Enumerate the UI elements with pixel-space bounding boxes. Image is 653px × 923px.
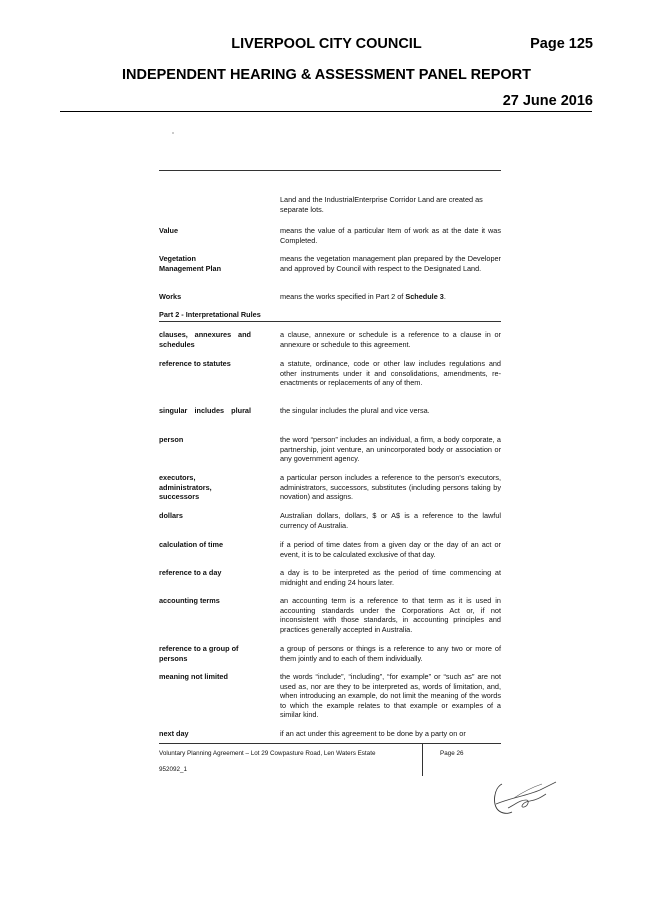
continuation-text: Land and the IndustrialEnterprise Corrid… bbox=[280, 195, 483, 214]
definition-text: means the vegetation management plan pre… bbox=[280, 254, 501, 273]
rule-term: reference to statutes bbox=[159, 359, 231, 368]
scan-speck bbox=[172, 132, 174, 134]
handwritten-signature bbox=[494, 781, 557, 814]
rule-text: an accounting term is a reference to tha… bbox=[280, 596, 501, 634]
rule-text: a day is to be interpreted as the period… bbox=[280, 568, 501, 587]
footer-page-number: Page 26 bbox=[440, 750, 464, 757]
council-name: LIVERPOOL CITY COUNCIL bbox=[231, 36, 422, 52]
rule-text: Australian dollars, dollars, $ or A$ is … bbox=[280, 511, 501, 530]
rule-text: the singular includes the plural and vic… bbox=[280, 406, 430, 415]
footer-divider bbox=[422, 743, 423, 776]
rule-term: calculation of time bbox=[159, 540, 224, 549]
rule-text: if a period of time dates from a given d… bbox=[280, 540, 501, 559]
part2-heading: Part 2 - Interpretational Rules bbox=[159, 310, 261, 319]
rule-term: dollars bbox=[159, 511, 183, 520]
rule-term: reference to a day bbox=[159, 568, 222, 577]
definition-text: means the works specified in Part 2 of S… bbox=[280, 292, 446, 301]
rule-term: clauses, annexures and schedules bbox=[159, 330, 251, 349]
definition-term: Vegetation Management Plan bbox=[159, 254, 222, 273]
rule-text: the words “include”, “including”, “for e… bbox=[280, 672, 501, 720]
definition-term: Value bbox=[159, 226, 179, 235]
header-divider bbox=[60, 111, 592, 112]
definition-term: Works bbox=[159, 292, 182, 301]
rule-term: next day bbox=[159, 729, 189, 738]
rule-text: a particular person includes a reference… bbox=[280, 473, 501, 502]
rule-term: meaning not limited bbox=[159, 672, 228, 681]
rule-term: person bbox=[159, 435, 184, 444]
part2-rule bbox=[159, 321, 501, 322]
page-number: Page 125 bbox=[530, 36, 593, 52]
schedule-reference: Schedule 3 bbox=[405, 292, 444, 301]
rule-term: reference to a group of persons bbox=[159, 644, 239, 663]
rule-text: a clause, annexure or schedule is a refe… bbox=[280, 330, 501, 349]
footer-agreement-title: Voluntary Planning Agreement – Lot 29 Co… bbox=[159, 750, 376, 757]
rule-term: executors, administrators, successors bbox=[159, 473, 212, 502]
document-top-rule bbox=[159, 170, 501, 171]
definition-text: means the value of a particular Item of … bbox=[280, 226, 501, 245]
report-date: 27 June 2016 bbox=[502, 93, 593, 109]
rule-term: singular includes plural bbox=[159, 406, 251, 415]
rule-text: if an act under this agreement to be don… bbox=[280, 729, 466, 738]
rule-text: a statute, ordinance, code or other law … bbox=[280, 359, 501, 388]
rule-text: a group of persons or things is a refere… bbox=[280, 644, 501, 663]
report-title: INDEPENDENT HEARING & ASSESSMENT PANEL R… bbox=[121, 67, 531, 83]
footer-reference: 952092_1 bbox=[159, 766, 188, 773]
footer-rule bbox=[159, 743, 501, 744]
rule-text: the word “person” includes an individual… bbox=[280, 435, 501, 464]
rule-term: accounting terms bbox=[159, 596, 220, 605]
